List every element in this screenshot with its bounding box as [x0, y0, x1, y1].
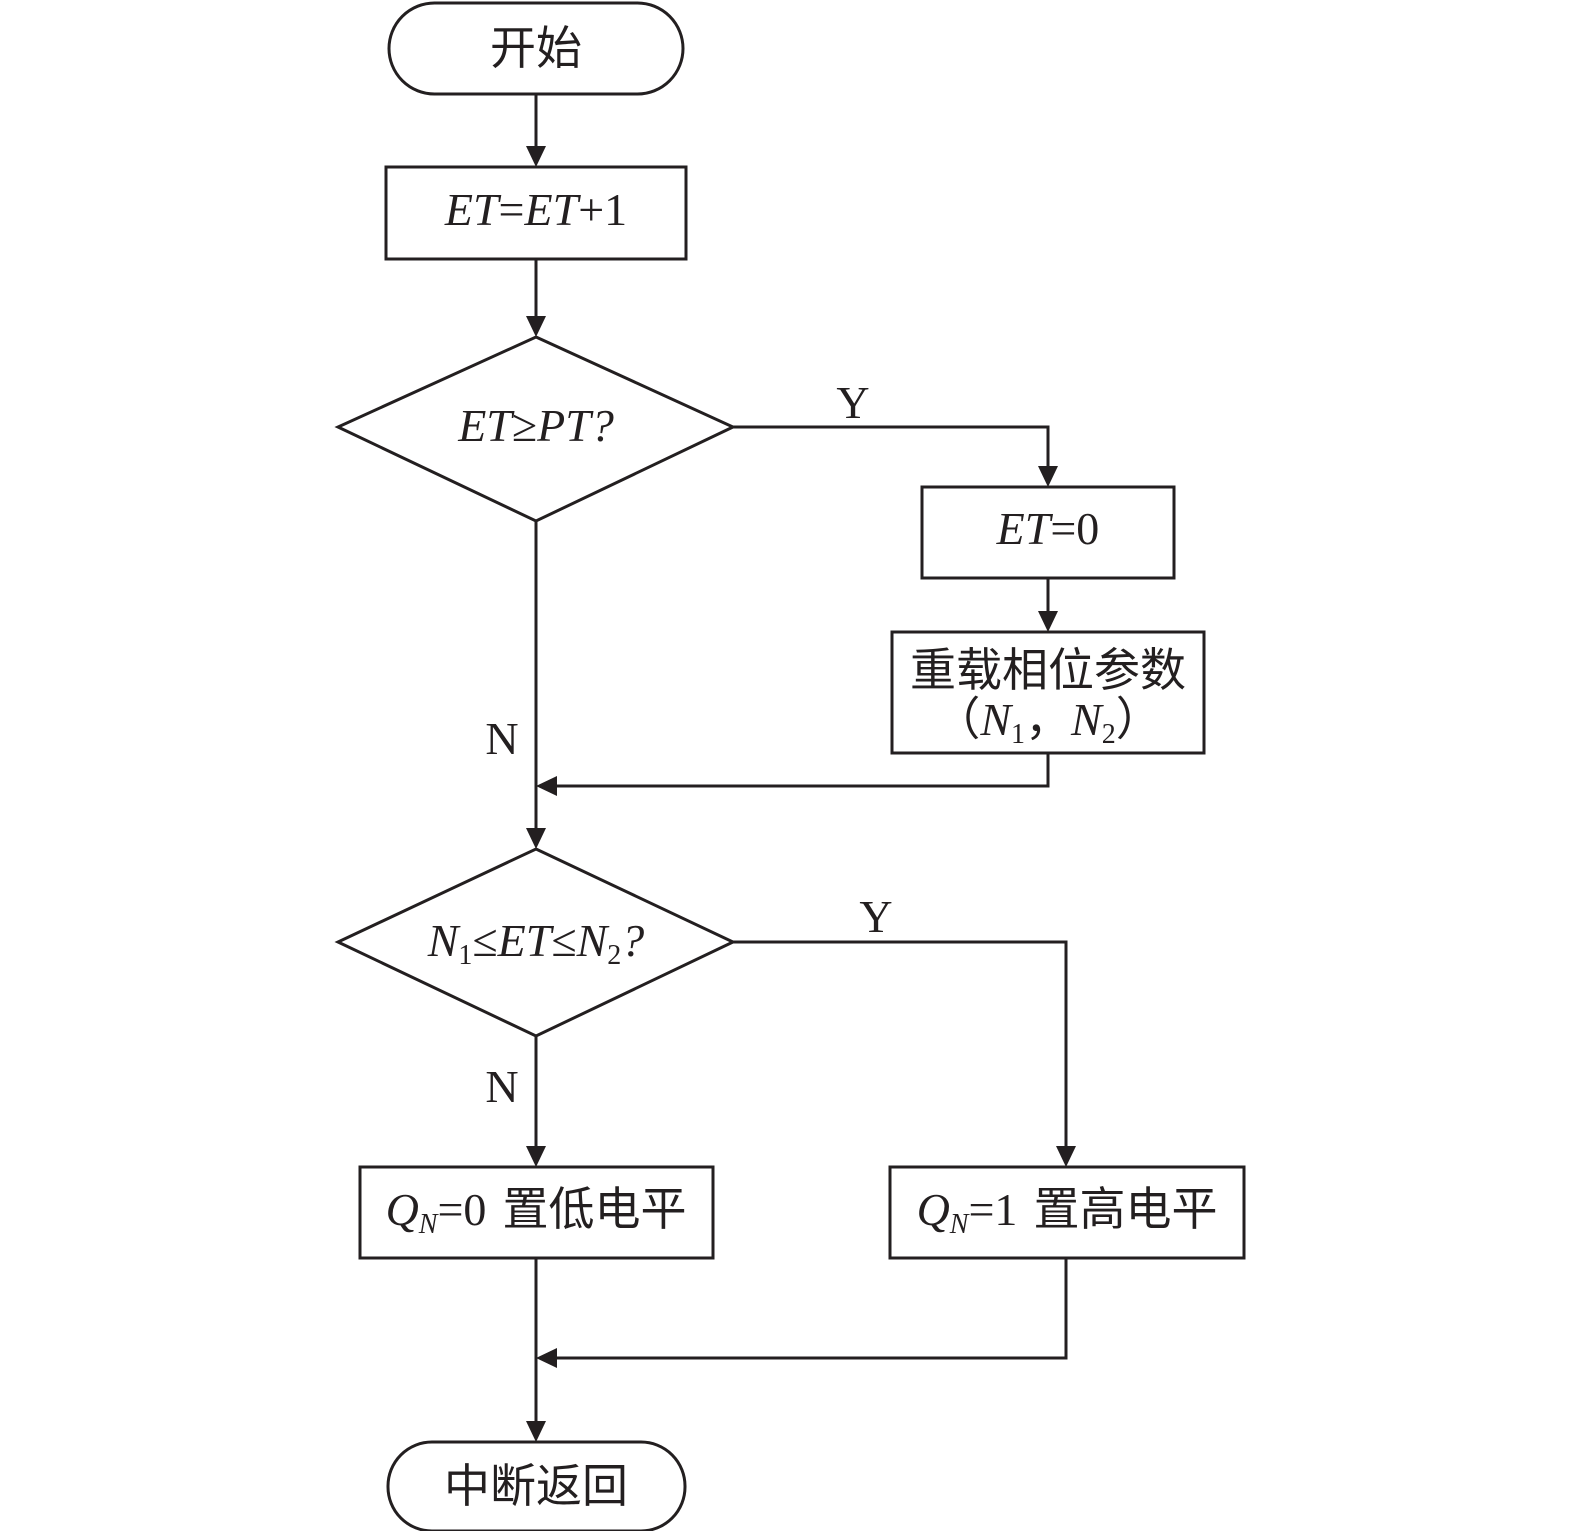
connector-decision2-yes-to-high [733, 940, 1068, 1150]
arrowhead [536, 1348, 557, 1368]
connector-decision1-yes-to-reset [733, 425, 1050, 470]
decision1-diamond [334, 335, 737, 523]
reload-n2-sub: 2 [1102, 719, 1116, 750]
decision2-n1-sub: 1 [458, 940, 472, 971]
decision1-a: ET [457, 400, 515, 451]
decision2-n1: N [427, 915, 461, 966]
arrowhead [1056, 1146, 1076, 1167]
set-low-box [358, 1165, 715, 1260]
reload-box [890, 630, 1206, 755]
decision1-no-label: N [485, 713, 518, 764]
increment-label: ET=ET+1 [444, 184, 627, 235]
increment-node: ET=ET+1 [384, 165, 688, 261]
arrowhead [526, 146, 546, 167]
reset-box [920, 485, 1176, 580]
reload-n2: N [1070, 694, 1104, 745]
increment-var: ET [444, 184, 502, 235]
start-terminator [387, 1, 685, 96]
end-label: 中断返回 [444, 1459, 628, 1513]
set-high-node: QN=1 置高电平 [888, 1165, 1246, 1260]
set-high-rest: =1 [968, 1184, 1017, 1235]
set-low-node: QN=0 置低电平 [358, 1165, 715, 1260]
reset-label: ET=0 [996, 503, 1100, 554]
increment-var2: ET [524, 184, 582, 235]
reset-rest: =0 [1050, 503, 1099, 554]
set-high-q: Q [917, 1184, 950, 1235]
reload-line2: （N1，N2） [934, 692, 1161, 750]
arrowhead [526, 828, 546, 849]
increment-eq: = [499, 184, 525, 235]
set-high-label: QN=1 置高电平 [917, 1182, 1218, 1240]
branch-labels: Y N Y N [485, 377, 892, 1112]
set-high-q-sub: N [949, 1209, 970, 1240]
reload-node: 重载相位参数 （N1，N2） [890, 630, 1206, 755]
reset-node: ET=0 [920, 485, 1176, 580]
end-node: 中断返回 [386, 1440, 687, 1531]
decision2-yes-label: Y [859, 891, 892, 942]
set-low-desc: 置低电平 [502, 1182, 686, 1236]
increment-rest: +1 [578, 184, 627, 235]
decision2-label: N1≤ET≤N2? [427, 915, 645, 971]
start-label: 开始 [490, 21, 582, 75]
decision1-node: ET≥PT? [334, 335, 737, 523]
decision2-op1: ≤ [472, 915, 497, 966]
decision2-node: N1≤ET≤N2? [334, 847, 737, 1038]
start-node: 开始 [387, 1, 685, 96]
decision2-op2: ≤ [551, 915, 576, 966]
arrowhead [1038, 611, 1058, 632]
set-high-box [888, 1165, 1246, 1260]
set-low-rest: =0 [437, 1184, 486, 1235]
set-low-label: QN=0 置低电平 [386, 1182, 687, 1240]
arrowhead [526, 1146, 546, 1167]
set-high-desc: 置高电平 [1033, 1182, 1217, 1236]
decision2-mid: ET [497, 915, 555, 966]
decision2-q: ? [621, 915, 644, 966]
connectors [526, 94, 1076, 1442]
arrowhead [1038, 466, 1058, 487]
reload-line1: 重载相位参数 [910, 643, 1186, 697]
reset-var: ET [996, 503, 1054, 554]
decision2-n2-sub: 2 [607, 940, 621, 971]
reload-close-paren: ） [1116, 692, 1162, 746]
set-low-q-sub: N [418, 1209, 439, 1240]
decision1-yes-label: Y [836, 377, 869, 428]
end-terminator [386, 1440, 687, 1531]
arrowhead [526, 1421, 546, 1442]
decision1-b: PT [536, 400, 594, 451]
connector-high-to-merge [552, 1258, 1068, 1360]
connector-reload-to-merge [552, 753, 1050, 788]
arrowhead [536, 776, 557, 796]
increment-box [384, 165, 688, 261]
reload-n1: N [979, 694, 1013, 745]
reload-sep: ， [1025, 692, 1071, 746]
reload-n1-sub: 1 [1011, 719, 1025, 750]
decision2-no-label: N [485, 1061, 518, 1112]
arrowhead [526, 316, 546, 337]
reload-open-paren: （ [934, 692, 980, 746]
decision2-n2: N [576, 915, 610, 966]
decision1-label: ET≥PT? [457, 400, 614, 451]
decision1-op: ≥ [512, 400, 537, 451]
set-low-q: Q [386, 1184, 419, 1235]
decision2-diamond [334, 847, 737, 1038]
decision1-q: ? [591, 400, 614, 451]
